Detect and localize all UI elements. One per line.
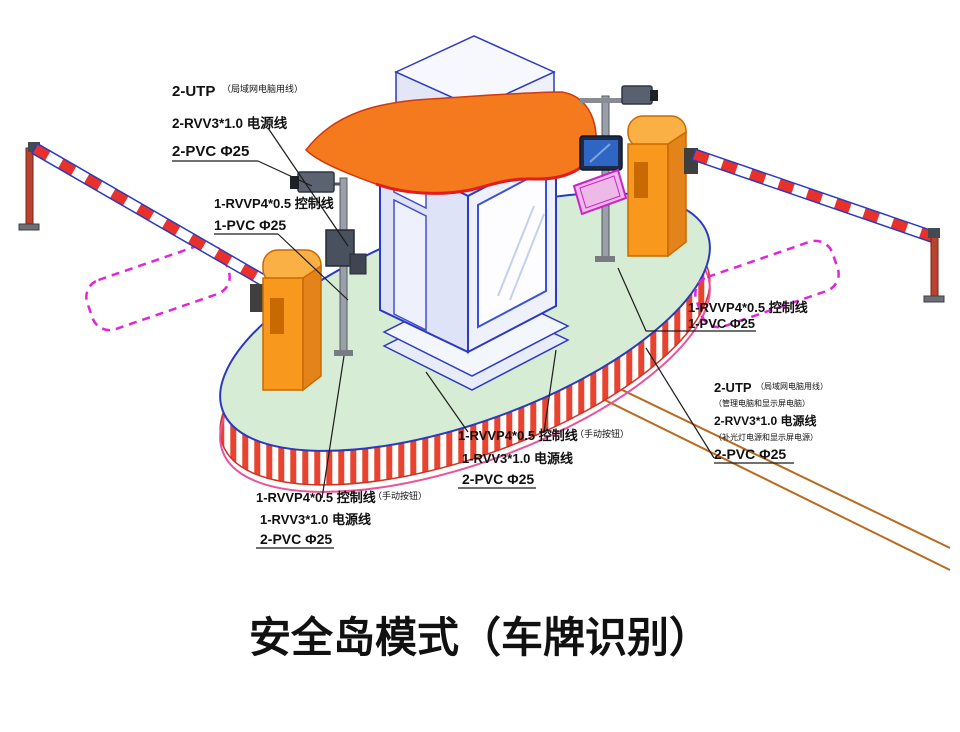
booth-door xyxy=(393,198,427,332)
led-sign xyxy=(572,168,628,216)
label-right-low-l5: 2-PVC Φ25 xyxy=(714,446,786,462)
label-left-bottom-l1-note: （手动按钮） xyxy=(373,490,427,501)
booth-window xyxy=(477,167,547,329)
label-left-bottom-l2: 1-RVV3*1.0 电源线 xyxy=(260,512,371,527)
label-center-bottom-l3: 2-PVC Φ25 xyxy=(462,471,534,487)
label-center-bottom-l2: 1-RVV3*1.0 电源线 xyxy=(462,451,573,466)
camera-pole-right xyxy=(572,85,658,262)
diagram-title: 安全岛模式（车牌识别） xyxy=(249,614,711,661)
barrier-gate-right xyxy=(627,115,698,258)
label-center-bottom-l1: 1-RVVP4*0.5 控制线 xyxy=(458,428,578,443)
leader-lines xyxy=(172,127,794,549)
label-left-bottom-l1: 1-RVVP4*0.5 控制线 xyxy=(256,490,376,505)
label-top-left-l2: 2-RVV3*1.0 电源线 xyxy=(172,115,288,131)
label-left-mid-l2: 1-PVC Φ25 xyxy=(214,217,286,233)
camera-pole-left xyxy=(290,171,367,356)
label-left-mid-l1: 1-RVVP4*0.5 控制线 xyxy=(214,196,334,211)
label-group-top-left: 2-UTP （局域网电脑用线） 2-RVV3*1.0 电源线 2-PVC Φ25 xyxy=(172,83,303,160)
label-group-right-low: 2-UTP （局域网电脑用线） （管理电脑和显示屏电脑） 2-RVV3*1.0 … xyxy=(714,380,828,462)
monitor-display xyxy=(579,135,623,171)
label-group-right-mid: 1-RVVP4*0.5 控制线 1-PVC Φ25 xyxy=(688,300,808,331)
label-top-left-l1-note: （局域网电脑用线） xyxy=(222,83,303,94)
label-left-bottom-l3: 2-PVC Φ25 xyxy=(260,531,332,547)
loop-detector-right xyxy=(694,239,840,329)
label-right-low-l1-note: （局域网电脑用线） xyxy=(756,381,828,391)
barrier-post-right xyxy=(923,228,945,303)
label-right-low-l4-note: （补光灯电源和显示屏电源） xyxy=(714,432,818,442)
label-right-low-l1: 2-UTP xyxy=(714,380,752,395)
camera-left xyxy=(290,171,335,193)
barrier-gate-left xyxy=(250,249,322,392)
label-right-mid-l2: 1-PVC Φ25 xyxy=(688,316,755,331)
label-right-low-l3: 2-RVV3*1.0 电源线 xyxy=(714,413,817,428)
camera-right xyxy=(621,85,658,105)
label-group-center-bottom: 1-RVVP4*0.5 控制线 （手动按钮） 1-RVV3*1.0 电源线 2-… xyxy=(458,428,629,487)
label-top-left-l1: 2-UTP xyxy=(172,83,215,100)
label-center-bottom-l1-note: （手动按钮） xyxy=(575,428,629,439)
label-right-mid-l1: 1-RVVP4*0.5 控制线 xyxy=(688,300,808,315)
label-group-left-bottom: 1-RVVP4*0.5 控制线 （手动按钮） 1-RVV3*1.0 电源线 2-… xyxy=(256,490,427,547)
label-right-low-l2-note: （管理电脑和显示屏电脑） xyxy=(714,398,810,408)
label-top-left-l3: 2-PVC Φ25 xyxy=(172,143,249,160)
barrier-post-left xyxy=(18,142,40,231)
label-group-left-mid: 1-RVVP4*0.5 控制线 1-PVC Φ25 xyxy=(214,196,334,233)
lane-lines xyxy=(547,359,951,571)
control-box-left xyxy=(325,229,355,267)
